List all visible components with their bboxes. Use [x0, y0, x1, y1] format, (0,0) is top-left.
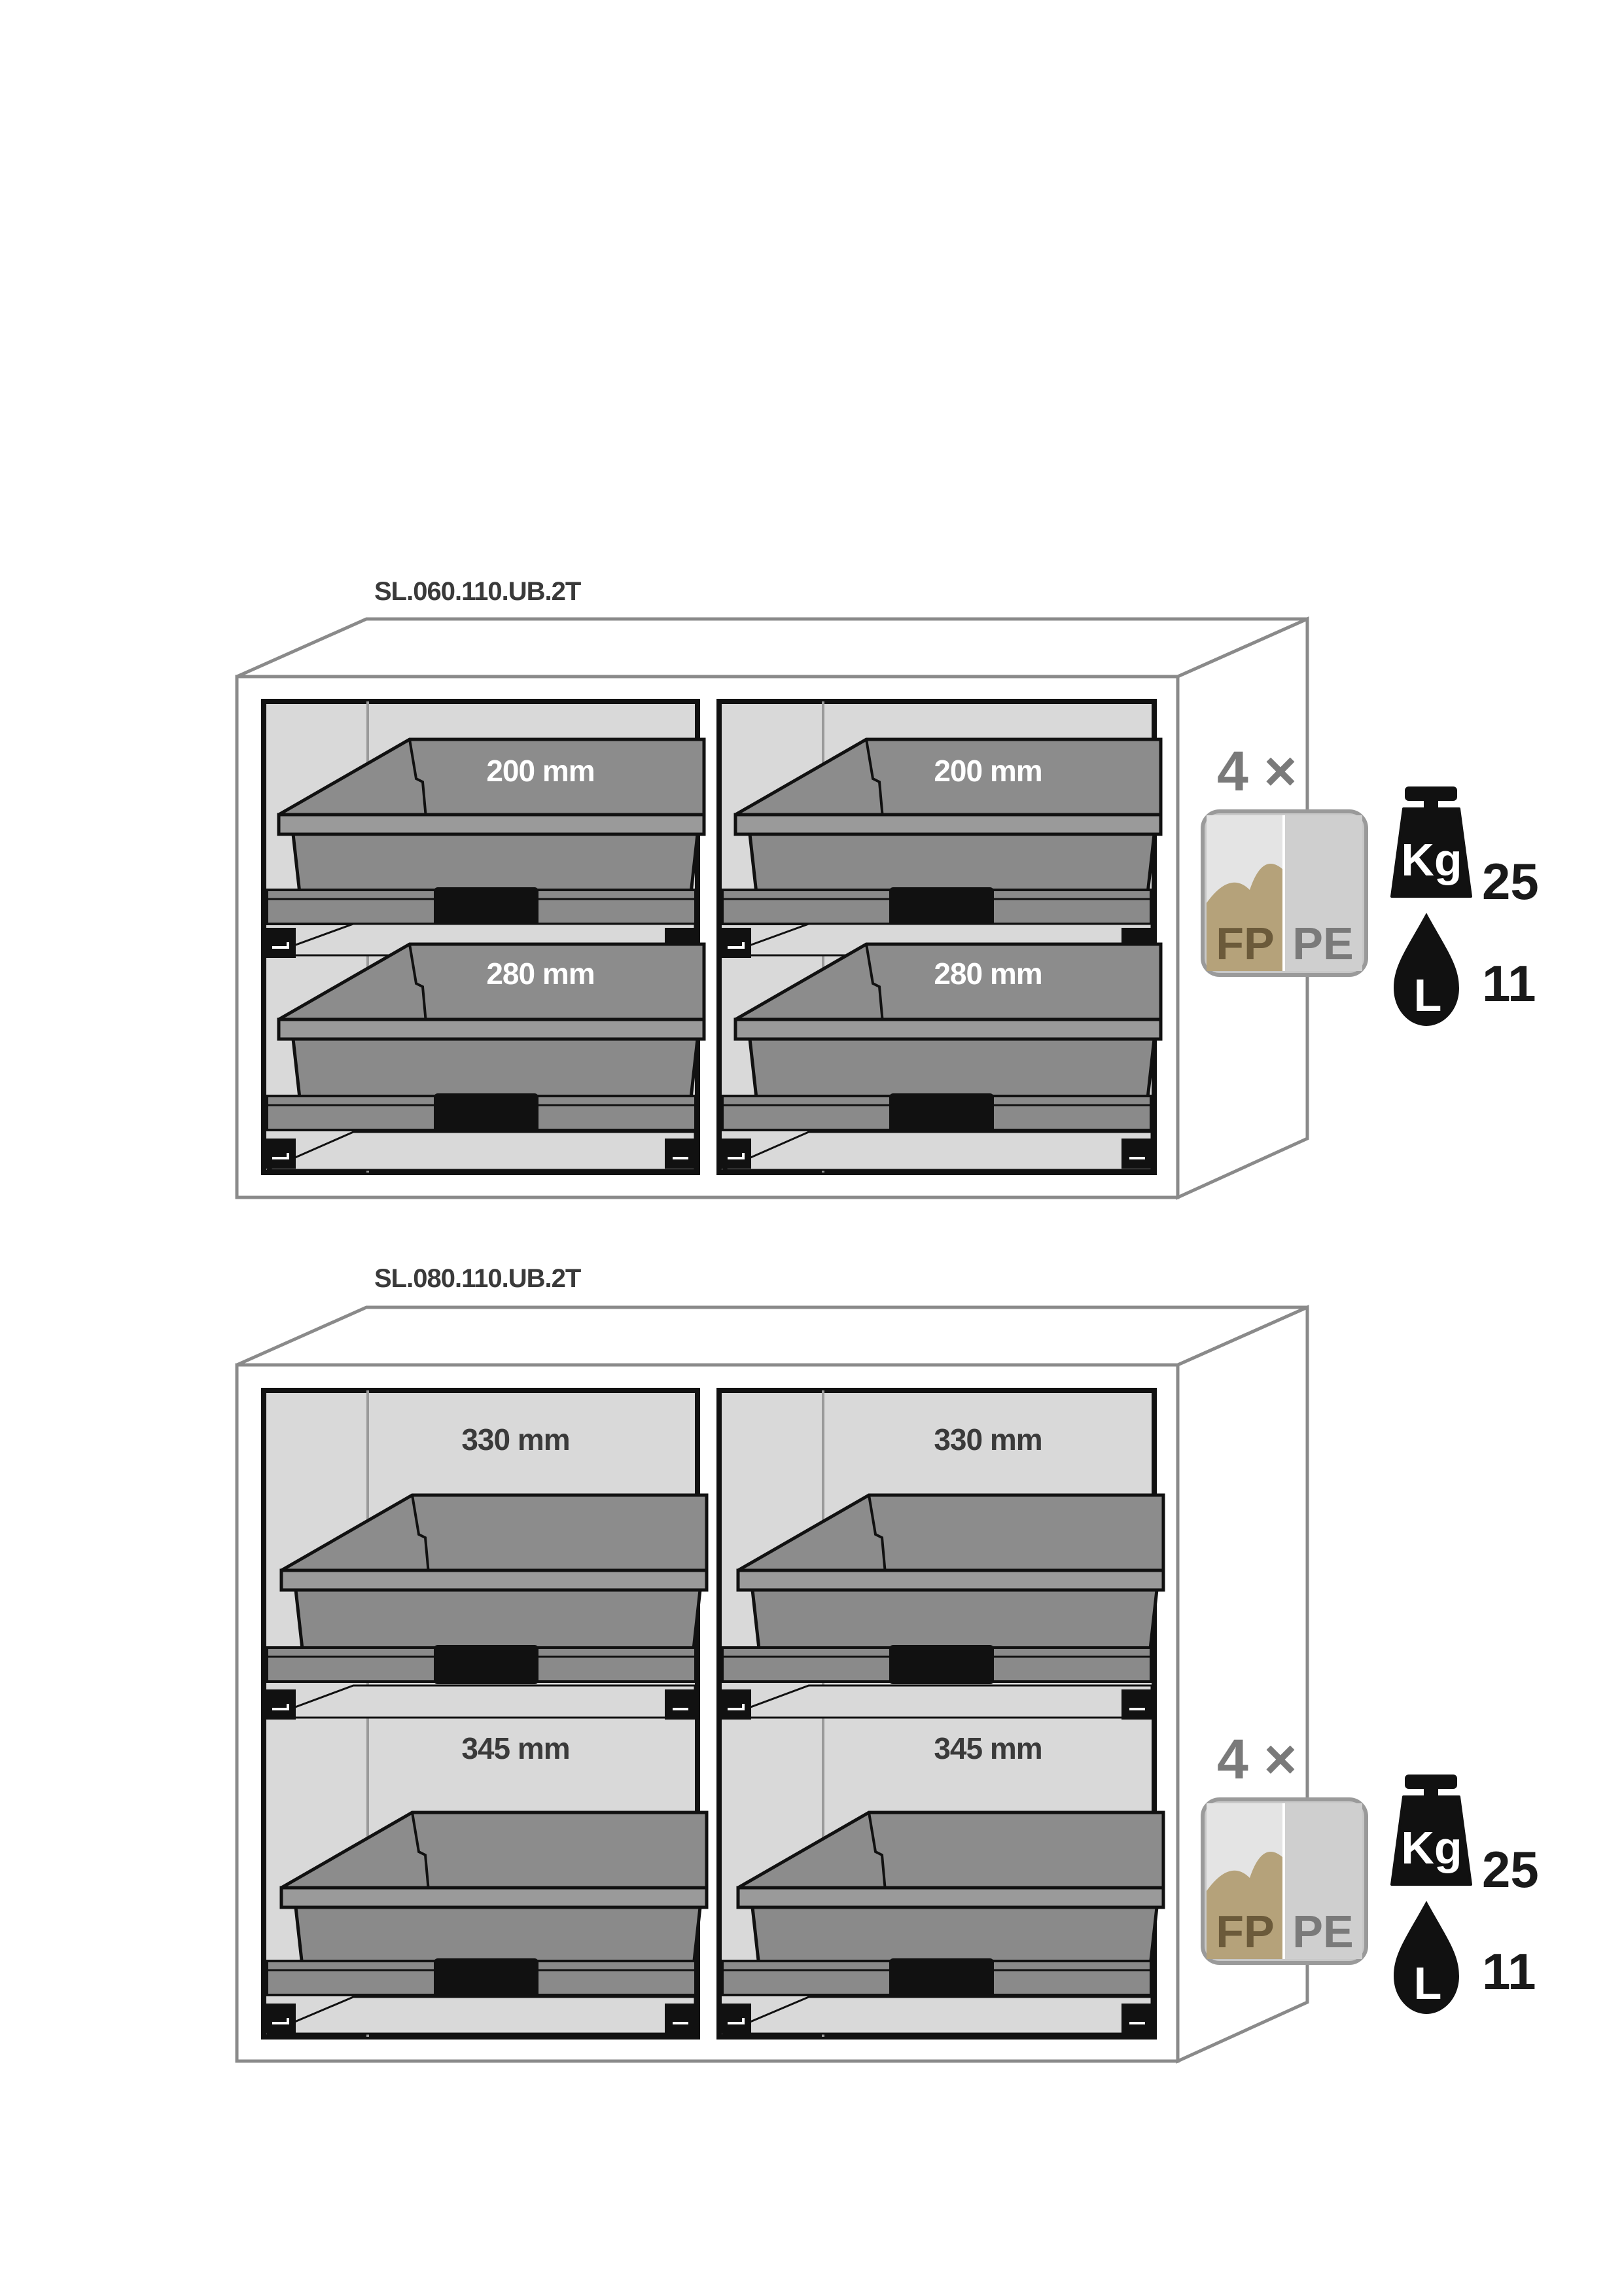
- shelf: [721, 1644, 1152, 1686]
- tray-height-label: 345 mm: [934, 1731, 1042, 1765]
- tray-height-label: 200 mm: [486, 754, 594, 788]
- material-pe-label: PE: [1292, 918, 1353, 969]
- cabinet-1-compartment-left: 200 mm 280 mm: [261, 699, 704, 1175]
- shelf: [266, 1957, 697, 1999]
- bracket: [1120, 2002, 1153, 2035]
- volume-unit-label: L: [1414, 970, 1442, 1021]
- shelf: [266, 886, 697, 928]
- material-badge: FP PE: [1201, 809, 1368, 977]
- shelf: [721, 1092, 1152, 1134]
- load-capacity-value: 25: [1482, 1841, 1539, 1898]
- bracket: [264, 2002, 297, 2035]
- tray-height-label: 345 mm: [461, 1731, 569, 1765]
- bracket: [720, 1137, 752, 1170]
- bracket: [264, 927, 297, 959]
- cabinet-1-compartment-right: 200 mm 280 mm: [716, 699, 1161, 1175]
- load-capacity-value: 25: [1482, 853, 1539, 910]
- tray-height-label: 330 mm: [934, 1422, 1042, 1457]
- cabinet-1: SL.060.110.UB.2T 200 mm 280 mm: [235, 577, 1539, 1200]
- cabinet-2-compartment-left: 330 mm 345 mm: [261, 1388, 707, 2040]
- shelf: [721, 1957, 1152, 1999]
- material-pe-label: PE: [1292, 1906, 1353, 1957]
- bracket: [1120, 1688, 1153, 1721]
- shelf: [266, 1644, 697, 1686]
- liquid-drop-icon: L: [1394, 913, 1459, 1026]
- bracket: [720, 927, 752, 959]
- weight-unit-label: Kg: [1401, 1822, 1462, 1873]
- material-fp-label: FP: [1216, 918, 1274, 969]
- bracket: [264, 1688, 297, 1721]
- cabinet-1-model-label: SL.060.110.UB.2T: [374, 577, 581, 606]
- volume-unit-label: L: [1414, 1958, 1442, 2009]
- cabinet-2-compartment-right: 330 mm 345 mm: [716, 1388, 1163, 2040]
- material-badge: FP PE: [1201, 1797, 1368, 1965]
- weight-unit-label: Kg: [1401, 834, 1462, 885]
- bracket: [1120, 1137, 1153, 1170]
- tray-quantity-label: 4 ×: [1217, 1728, 1297, 1791]
- bracket: [264, 1137, 297, 1170]
- shelf: [266, 1092, 697, 1134]
- volume-capacity-value: 11: [1482, 955, 1536, 1012]
- liquid-drop-icon: L: [1394, 1901, 1459, 2014]
- tray-height-label: 200 mm: [934, 754, 1042, 788]
- tray-height-label: 280 mm: [486, 957, 594, 991]
- bracket: [663, 1137, 696, 1170]
- cabinet-2-model-label: SL.080.110.UB.2T: [374, 1264, 581, 1293]
- tray-height-label: 280 mm: [934, 957, 1042, 991]
- volume-capacity-value: 11: [1482, 1943, 1536, 2000]
- cabinet-2: SL.080.110.UB.2T 330 mm 345 mm: [235, 1264, 1539, 2064]
- weight-icon: Kg: [1390, 1775, 1472, 1886]
- bracket: [663, 1688, 696, 1721]
- tray-height-label: 330 mm: [461, 1422, 569, 1457]
- weight-icon: Kg: [1390, 786, 1472, 898]
- shelf: [721, 886, 1152, 928]
- bracket: [663, 2002, 696, 2035]
- material-fp-label: FP: [1216, 1906, 1274, 1957]
- bracket: [720, 1688, 752, 1721]
- bracket: [720, 2002, 752, 2035]
- tray-quantity-label: 4 ×: [1217, 740, 1297, 803]
